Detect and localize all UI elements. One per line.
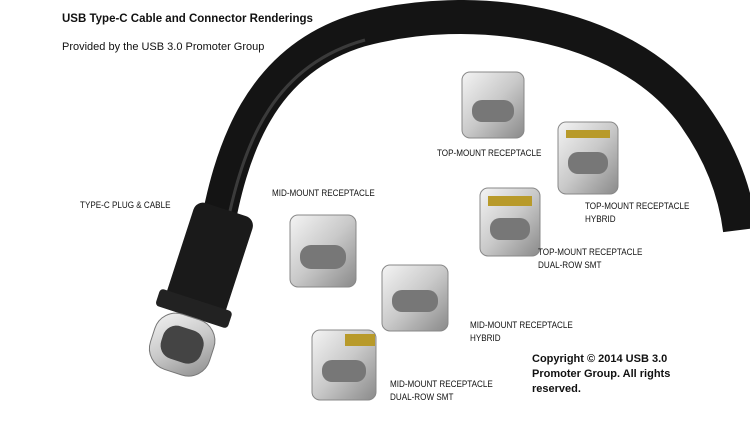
- top-mount-hybrid-receptacle: [557, 121, 619, 195]
- top-mount-dual-row-receptacle: [479, 187, 541, 257]
- label-line: DUAL-ROW SMT: [538, 260, 602, 270]
- label-top-hybrid: TOP-MOUNT RECEPTACLE HYBRID: [585, 200, 689, 226]
- mid-mount-dual-row-receptacle: [311, 329, 377, 401]
- top-mount-receptacle: [461, 71, 525, 139]
- label-line: TOP-MOUNT RECEPTACLE: [538, 247, 643, 257]
- cable: [198, 0, 750, 243]
- label-mid-mount: MID-MOUNT RECEPTACLE: [272, 188, 375, 198]
- label-line: MID-MOUNT RECEPTACLE: [470, 320, 573, 330]
- label-plug: TYPE-C PLUG & CABLE: [80, 200, 171, 210]
- subtitle: Provided by the USB 3.0 Promoter Group: [62, 41, 265, 53]
- label-top-dual: TOP-MOUNT RECEPTACLE DUAL-ROW SMT: [538, 246, 642, 272]
- label-top-mount: TOP-MOUNT RECEPTACLE: [437, 148, 542, 158]
- copyright-line: Copyright © 2014 USB 3.0: [532, 353, 668, 365]
- plug: [148, 202, 253, 377]
- mid-mount-hybrid-receptacle: [381, 264, 449, 332]
- label-line: DUAL-ROW SMT: [390, 392, 454, 402]
- label-line: MID-MOUNT RECEPTACLE: [390, 379, 493, 389]
- label-mid-hybrid: MID-MOUNT RECEPTACLE HYBRID: [470, 319, 573, 345]
- page-title: USB Type-C Cable and Connector Rendering…: [62, 13, 313, 25]
- label-mid-dual: MID-MOUNT RECEPTACLE DUAL-ROW SMT: [390, 378, 493, 404]
- copyright-line: reserved.: [532, 383, 581, 395]
- copyright-line: Promoter Group. All rights: [532, 368, 671, 380]
- label-line: HYBRID: [470, 333, 501, 343]
- mid-mount-receptacle: [289, 214, 357, 288]
- label-line: HYBRID: [585, 214, 616, 224]
- label-line: TOP-MOUNT RECEPTACLE: [585, 201, 690, 211]
